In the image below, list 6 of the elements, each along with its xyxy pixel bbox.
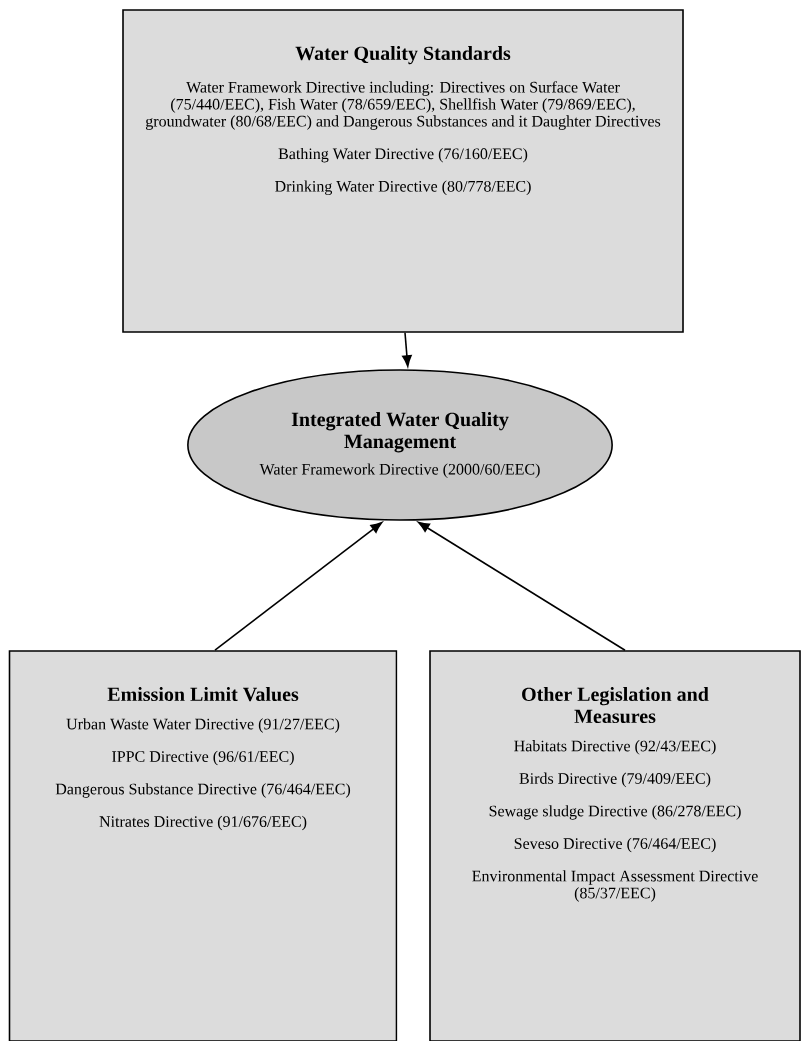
process-box: Water Quality Standards Water Framework Directive including: Directives on Surface Water (75/440/EEC), Fish Water (78/659/EEC), Shellfish Water (79/869/EEC), groundwater (80/68/EEC) and Dangerous Substances and it Daughter Directives Bathing Water Directive (76/160/EEC) Drinking Water Directive (80/778/EEC): [122, 9, 684, 333]
process-box: Emission Limit Values Urban Waste Water Directive (91/27/EEC) IPPC Directive (96/61/EEC) Dangerous Substance Directive (76/464/EEC) Nitrates Directive (91/676/EEC): [8, 650, 398, 1041]
arrow: [417, 521, 626, 651]
process-box: Other Legislation and Measures Habitats Directive (92/43/EEC) Birds Directive (79/409/EEC) Sewage sludge Directive (86/278/EEC) Seveso Directive (76/464/EEC) Environmental Impact Assessment Directive (85/37/EEC): [429, 650, 801, 1041]
arrow: [214, 521, 383, 651]
arrow: [402, 332, 412, 367]
